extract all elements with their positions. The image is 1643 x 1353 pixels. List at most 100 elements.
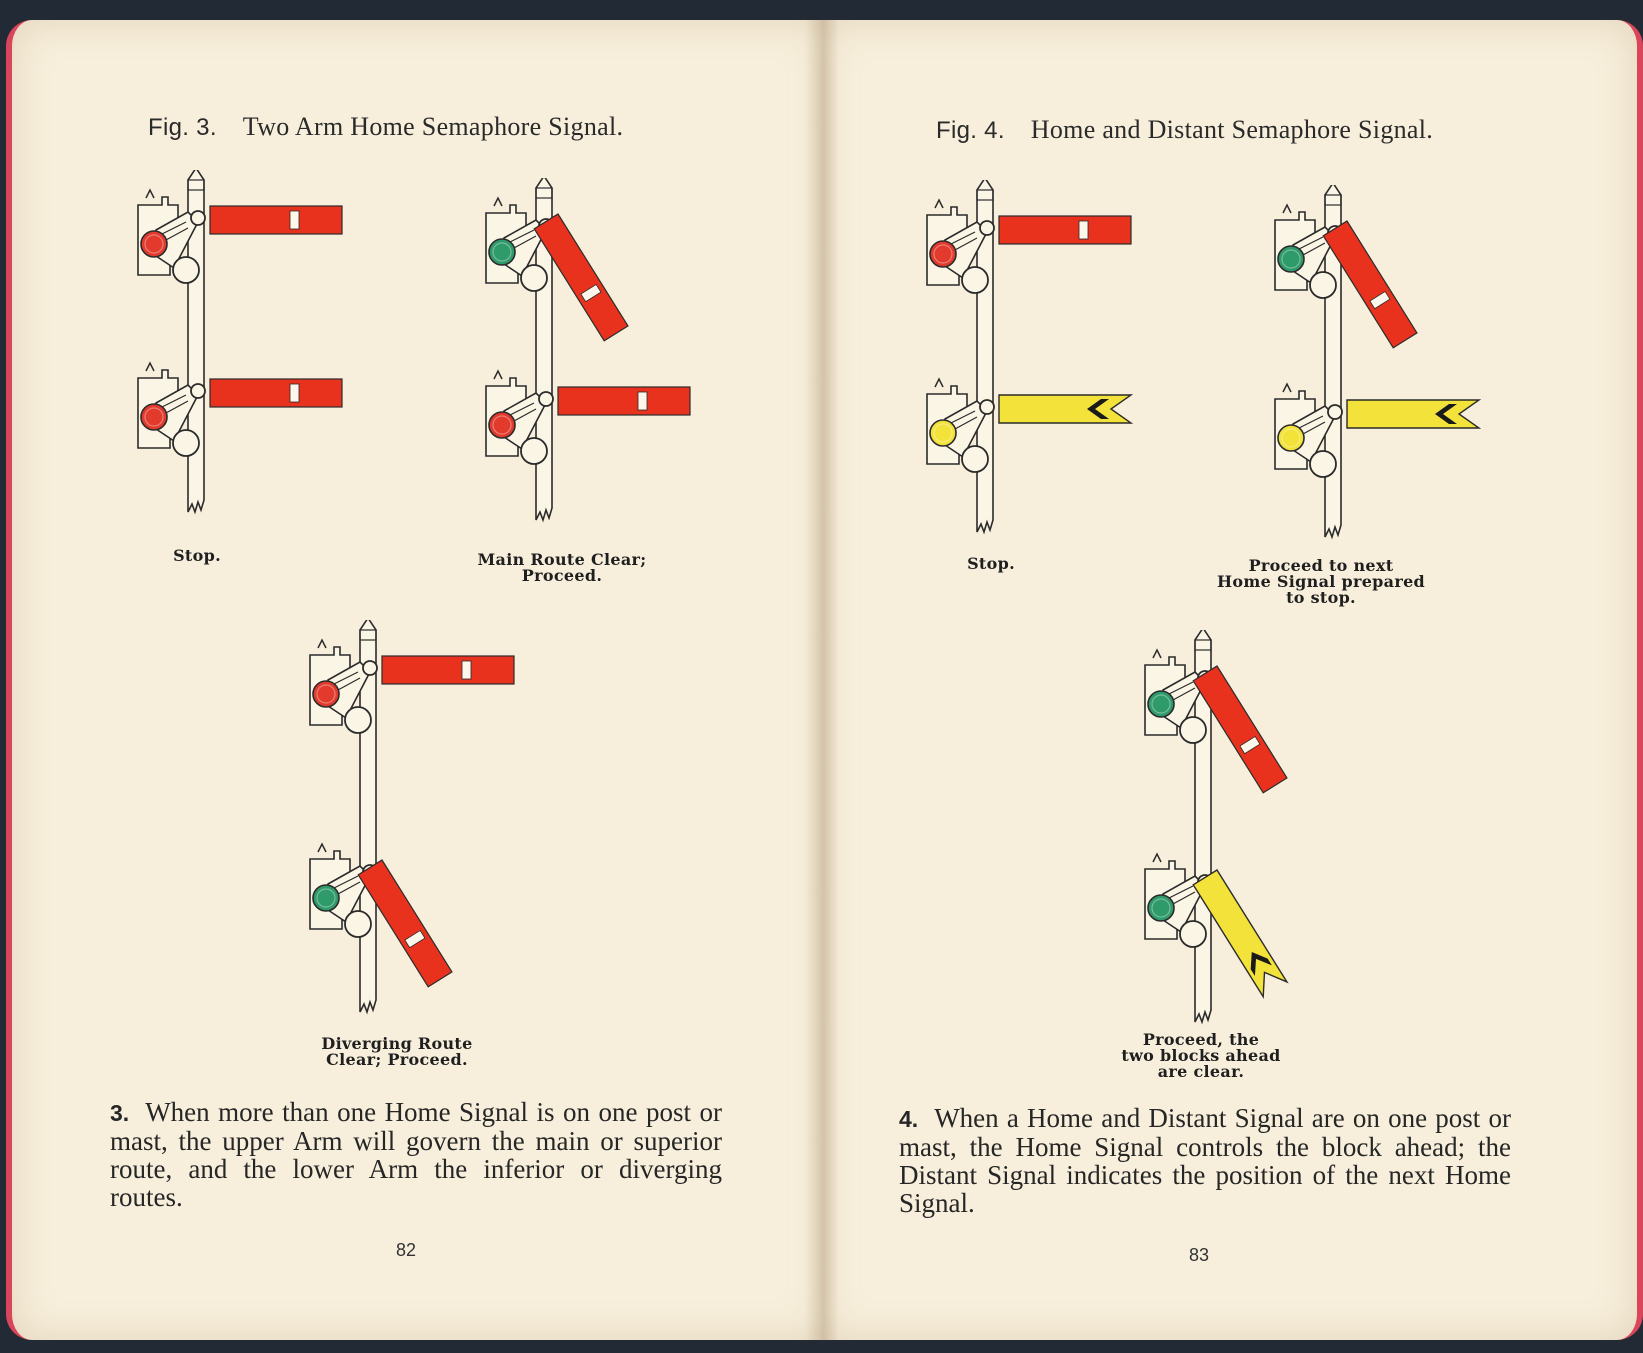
home-arm	[557, 386, 691, 416]
signal-post	[187, 170, 205, 515]
lamp-case-finial	[934, 377, 944, 388]
paragraph-4-number: 4.	[899, 1106, 919, 1132]
lamp-case-finial	[317, 842, 327, 853]
caption-main-route-clear: Main Route Clear;Proceed.	[447, 552, 677, 584]
frame-bar	[333, 671, 359, 685]
figure-4-title-text: Home and Distant Semaphore Signal.	[1030, 115, 1434, 144]
home-arm	[1192, 665, 1288, 794]
signal-diagram-stop	[137, 170, 343, 515]
figure-3-title-text: Two Arm Home Semaphore Signal.	[242, 112, 624, 141]
lamp-highlight	[1151, 898, 1171, 918]
caption-line: Diverging Route	[321, 1034, 473, 1053]
spectacle-ring	[1309, 271, 1337, 299]
home-arm-blade	[557, 386, 691, 416]
home-arm-blade	[533, 213, 629, 342]
signal-lamp	[1277, 424, 1305, 452]
page-number-82: 82	[396, 1240, 417, 1260]
arm-pivot	[190, 383, 206, 399]
home-arm	[1322, 220, 1418, 349]
frame-bar	[333, 875, 359, 889]
figure-3-number: Fig. 3.	[148, 114, 217, 141]
lower-signal-unit	[926, 377, 1134, 473]
lower-signal-unit	[1274, 382, 1482, 478]
frame-bar	[1298, 415, 1324, 429]
signal-lamp	[312, 884, 340, 912]
lamp-case-finial	[1282, 203, 1292, 214]
signal-lamp	[1147, 894, 1175, 922]
signal-lamp	[312, 680, 340, 708]
chevron-mark	[1250, 952, 1272, 977]
signal-post	[535, 178, 553, 523]
caption-line: Stop.	[967, 554, 1015, 573]
left-page: Fig. 3. Two Arm Home Semaphore Signal. St…	[6, 20, 827, 1340]
lower-signal-unit	[137, 361, 343, 457]
lamp-highlight	[492, 415, 512, 435]
spectacle-ring	[520, 264, 548, 292]
lamp-case-finial	[1152, 648, 1162, 659]
arm-stripe	[637, 391, 648, 411]
figure-3-title: Fig. 3. Two Arm Home Semaphore Signal.	[148, 112, 623, 142]
upper-signal-unit	[926, 198, 1132, 294]
lamp-highlight	[492, 242, 512, 262]
frame-bar	[954, 237, 978, 251]
arm-pivot	[362, 660, 378, 676]
distant-arm-blade	[1346, 399, 1482, 429]
signal-lamp	[140, 230, 168, 258]
paragraph-4-text: When a Home and Distant Signal are on on…	[899, 1103, 1511, 1218]
spectacle-ring	[520, 437, 548, 465]
frame-bar	[1168, 885, 1194, 899]
signal-diagram-proceed-prepared-stop	[1274, 185, 1482, 540]
spectacle-ring	[344, 910, 372, 938]
caption-line: Proceed, the	[1142, 1030, 1260, 1049]
upper-signal-unit	[1144, 648, 1288, 794]
paragraph-3-text: When more than one Home Signal is on one…	[110, 1097, 722, 1212]
spectacle-ring	[961, 445, 989, 473]
lamp-case-finial	[317, 638, 327, 649]
upper-signal-unit	[1274, 203, 1418, 349]
post-cap	[1324, 194, 1342, 206]
arm-pivot	[979, 220, 995, 236]
spectacle-ring	[961, 266, 989, 294]
frame-bar	[954, 416, 978, 430]
arm-stripe	[461, 660, 472, 680]
lamp-case-finial	[1152, 852, 1162, 863]
arm-stripe	[1078, 220, 1089, 240]
lamp-highlight	[1281, 428, 1301, 448]
arm-stripe	[404, 929, 426, 949]
frame-bar	[509, 229, 535, 243]
signal-lamp	[488, 238, 516, 266]
post-cap	[976, 189, 994, 201]
frame-bar	[1172, 687, 1196, 701]
caption-line: Clear; Proceed.	[326, 1050, 468, 1069]
frame-bar	[1172, 891, 1196, 905]
caption-line: Stop.	[173, 546, 221, 565]
home-arm-blade	[1192, 665, 1288, 794]
frame-bar	[509, 402, 535, 416]
distant-arm-blade	[998, 394, 1134, 424]
frame-bar	[1302, 242, 1326, 256]
home-arm-blade	[1322, 220, 1418, 349]
caption-line: Home Signal prepared	[1216, 572, 1426, 591]
arm-stripe	[1369, 290, 1391, 310]
arm-stripe	[289, 383, 300, 403]
arm-pivot	[979, 399, 995, 415]
arm-stripe	[1239, 735, 1261, 755]
signal-lamp	[929, 240, 957, 268]
caption-line: two blocks ahead	[1121, 1046, 1281, 1065]
caption-stop: Stop.	[132, 548, 262, 564]
lower-signal-unit	[309, 842, 453, 988]
frame-bar	[950, 410, 976, 424]
arm-pivot	[538, 391, 554, 407]
post-cap	[1194, 639, 1212, 651]
arm-pivot	[1327, 404, 1343, 420]
caption-line: Proceed to next	[1248, 556, 1394, 575]
frame-bar	[165, 400, 189, 414]
spectacle-ring	[1309, 450, 1337, 478]
lamp-case-finial	[493, 369, 503, 380]
chevron-mark	[1087, 399, 1109, 419]
lamp-case-finial	[145, 188, 155, 199]
